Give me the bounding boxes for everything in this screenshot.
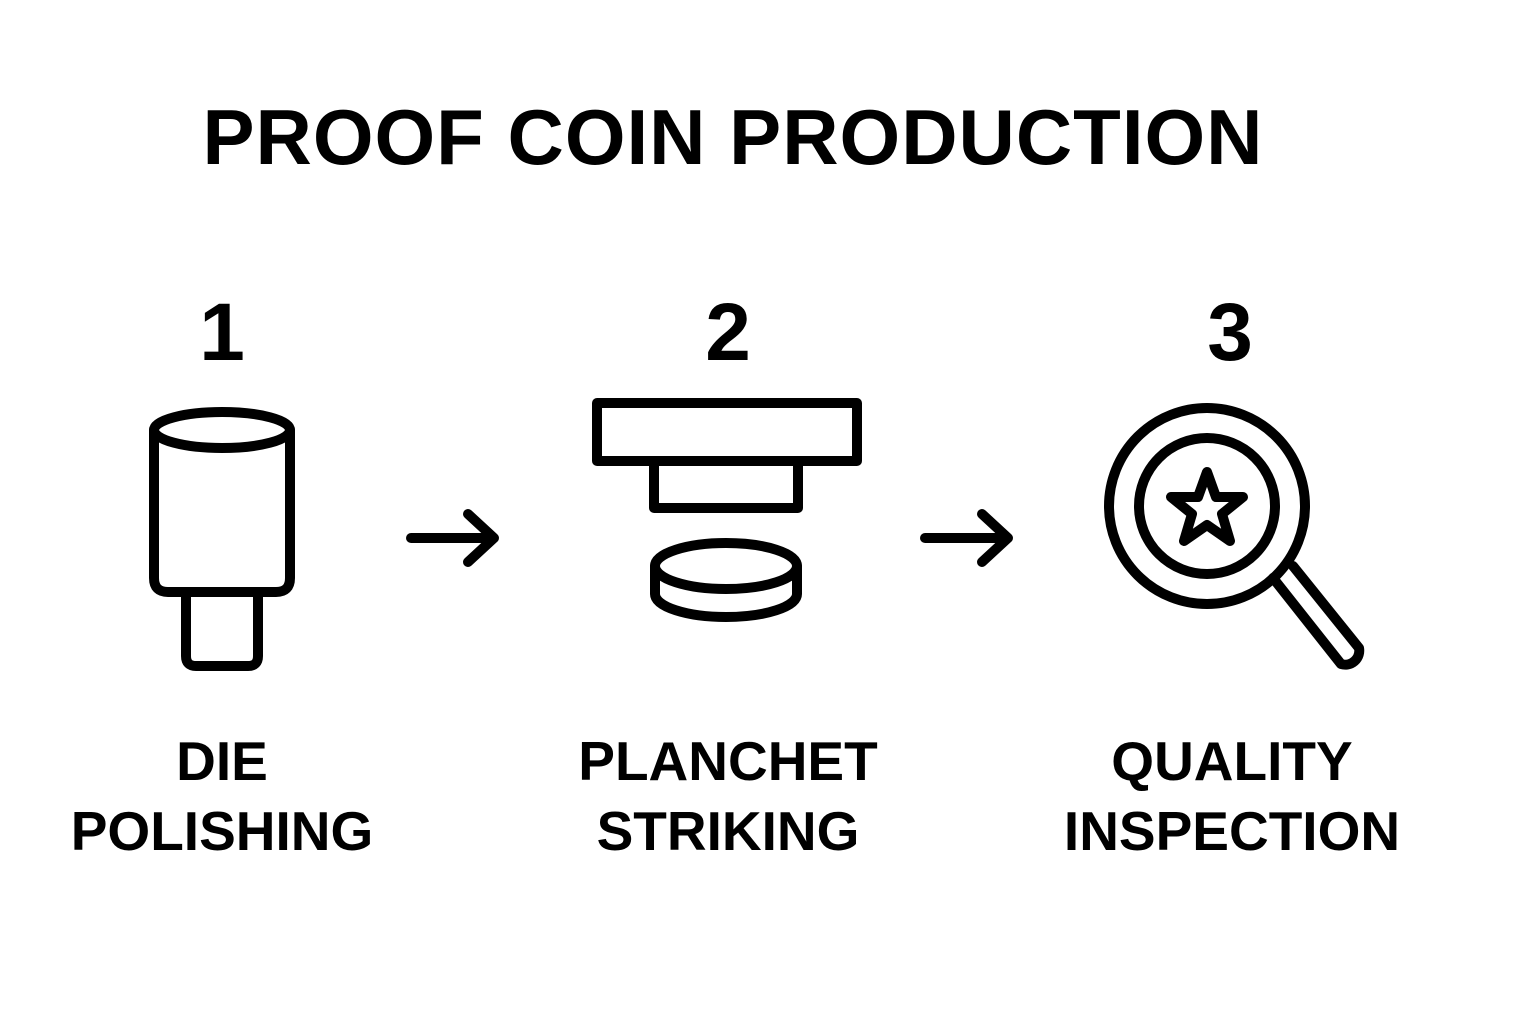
arrow-right-icon — [920, 509, 1013, 567]
diagram-title: PROOF COIN PRODUCTION — [202, 93, 1264, 181]
press-and-planchet-icon — [592, 398, 862, 622]
step-1-label-line-1: DIE — [176, 730, 268, 792]
step-1-label: DIE POLISHING — [12, 726, 432, 866]
step-3-label-line-2: INSPECTION — [1063, 800, 1401, 862]
die-cylinder-icon — [149, 407, 295, 671]
step-1-label-line-2: POLISHING — [70, 800, 374, 862]
step-2-label: PLANCHET STRIKING — [518, 726, 938, 866]
step-2-number: 2 — [705, 287, 751, 378]
step-3-number: 3 — [1207, 287, 1253, 378]
step-3-label: QUALITY INSPECTION — [1022, 726, 1442, 866]
magnifier-star-icon — [1104, 403, 1365, 670]
step-3-label-line-1: QUALITY — [1111, 730, 1353, 792]
step-2-label-line-1: PLANCHET — [578, 730, 878, 792]
step-2-label-line-2: STRIKING — [596, 800, 860, 862]
step-1-number: 1 — [199, 287, 245, 378]
arrow-right-icon — [406, 509, 499, 567]
